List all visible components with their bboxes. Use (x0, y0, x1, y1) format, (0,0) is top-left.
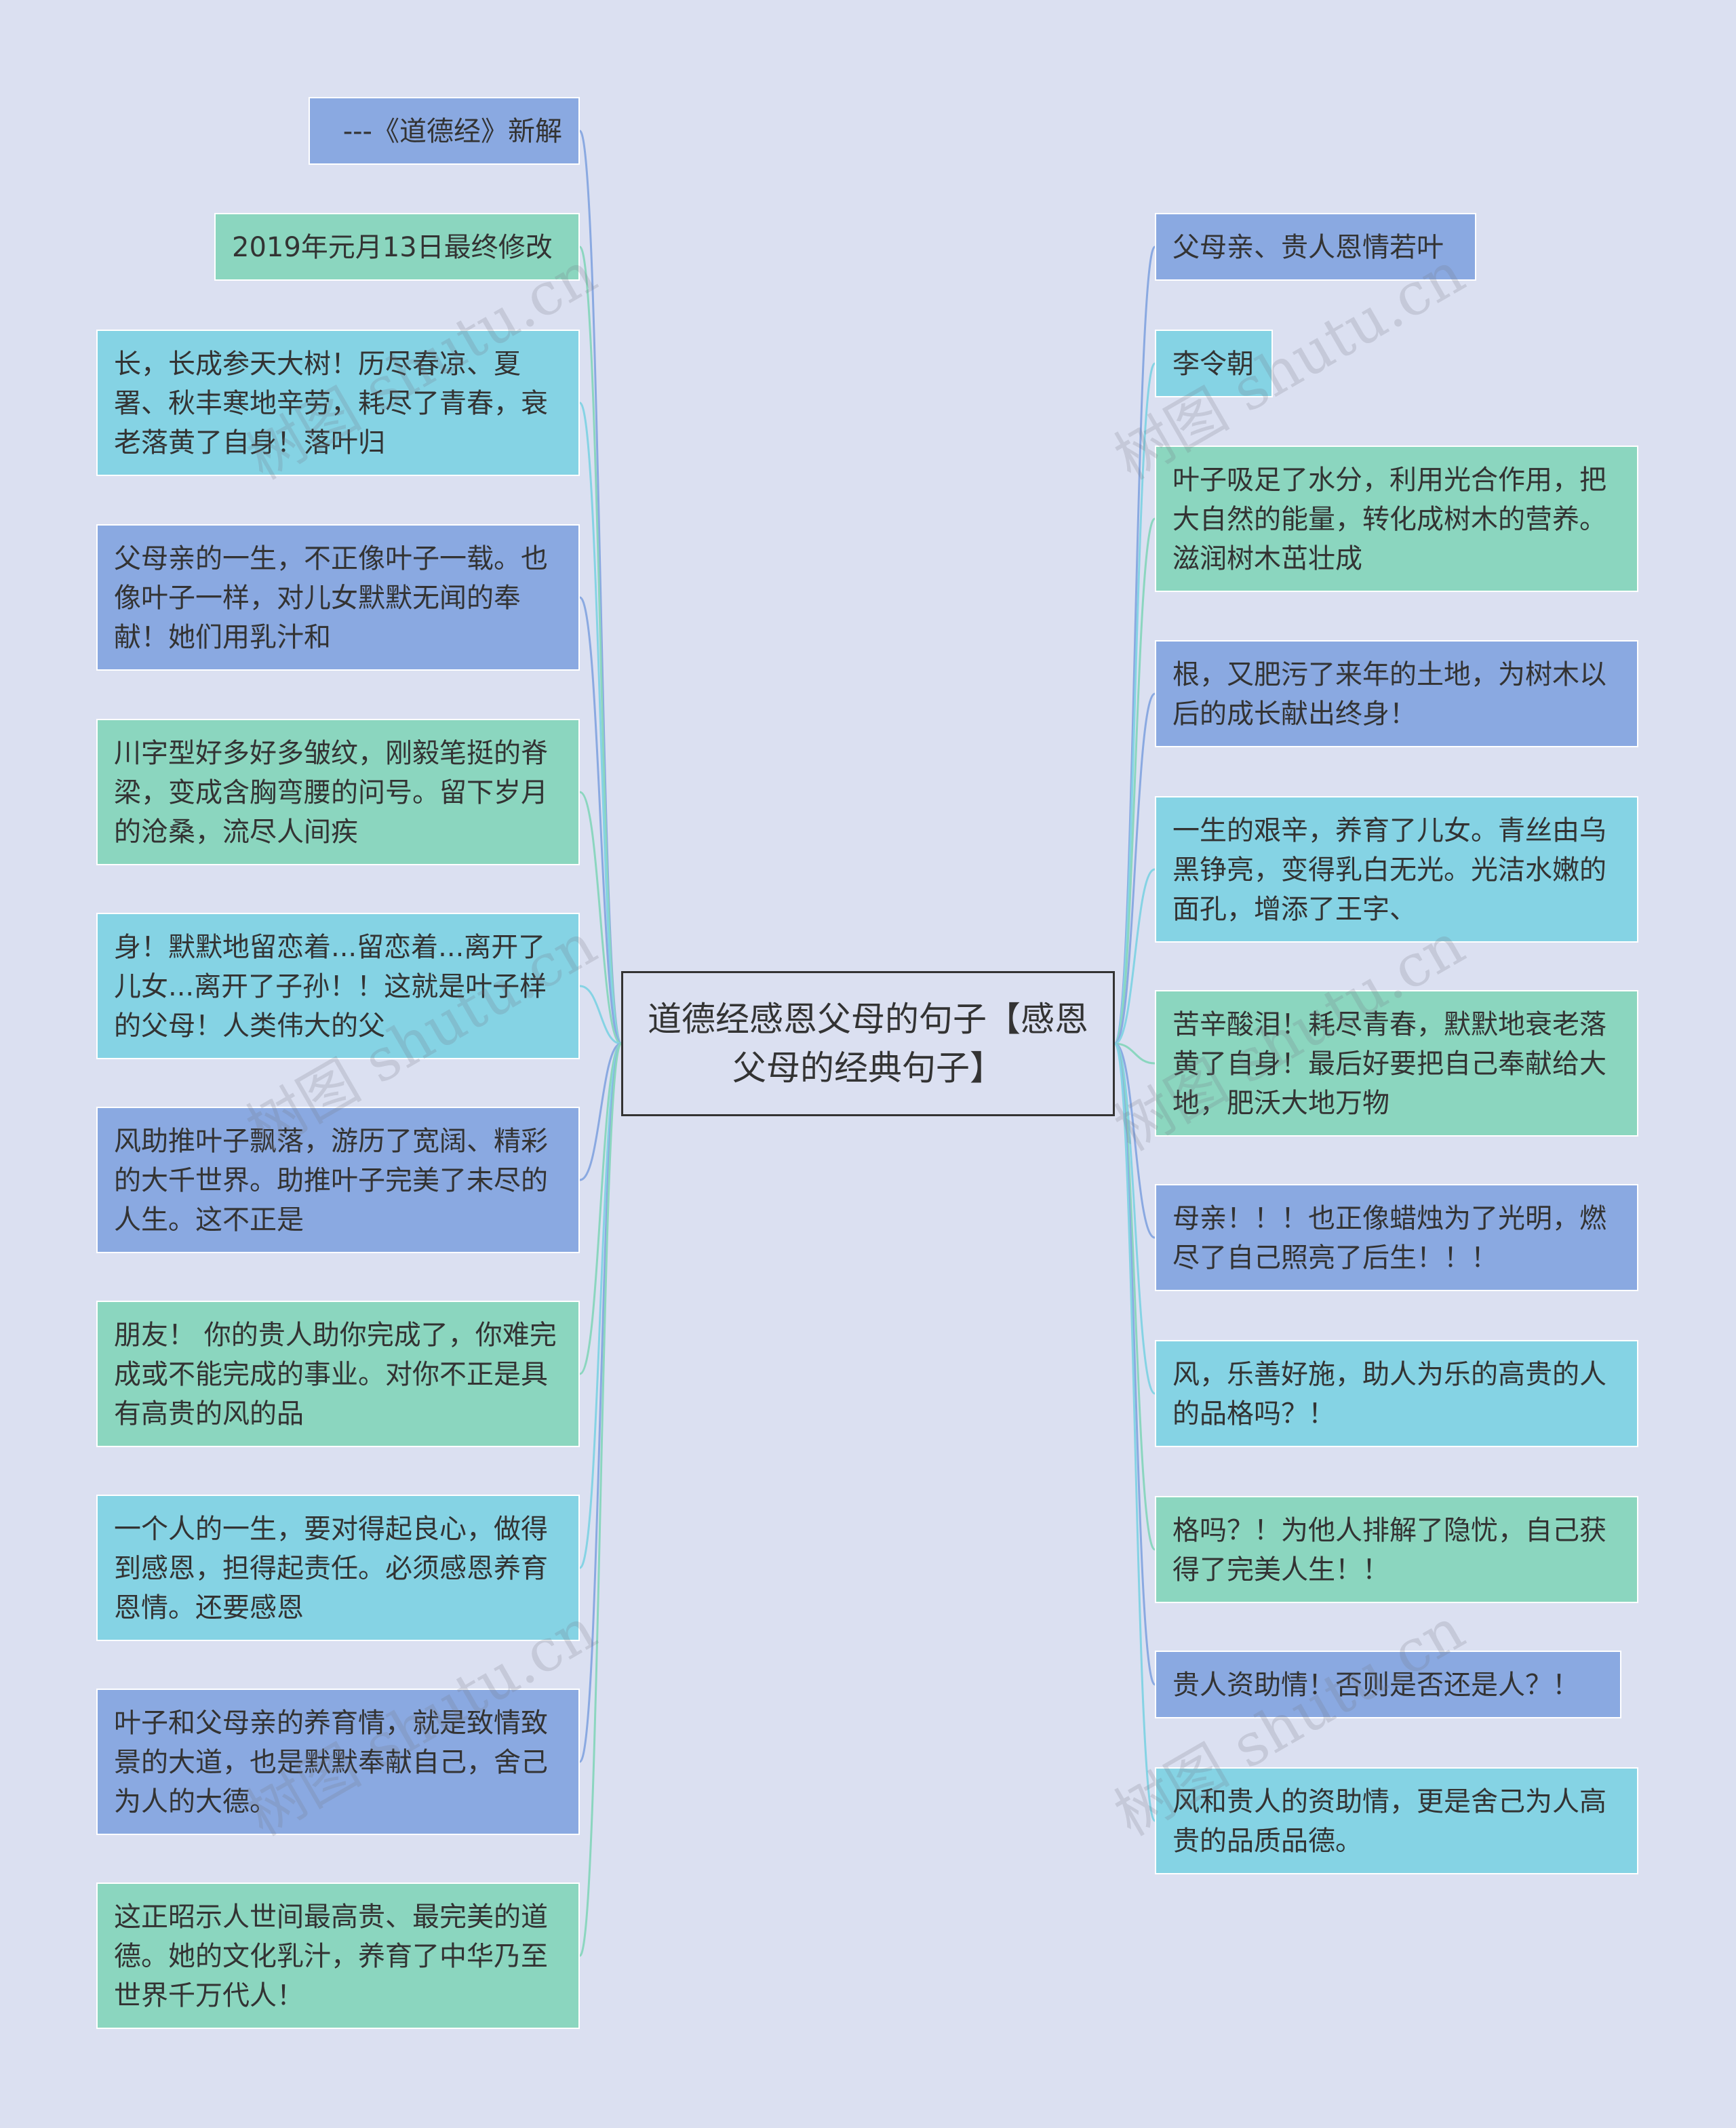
right-node-4-label: 根，又肥污了来年的土地，为树木以后的成长献出终身！ (1172, 659, 1606, 730)
right-connector-4 (1114, 692, 1156, 1045)
right-node-1-label: 父母亲、贵人恩情若叶 (1172, 232, 1444, 263)
left-node-7-label: 风助推叶子飘落，游历了宽阔、精彩的大千世界。助推叶子完美了未尽的人生。这不正是 (114, 1126, 548, 1236)
right-node-11-label: 风和贵人的资助情，更是舍己为人高贵的品质品德。 (1172, 1786, 1606, 1857)
left-node-5-label: 川字型好多好多皱纹，刚毅笔挺的脊梁，变成含胸弯腰的问号。留下岁月的沧桑，流尽人间… (114, 738, 548, 848)
right-connector-9 (1113, 1042, 1156, 1551)
right-node-10-label: 贵人资助情！否则是否还是人？！ (1172, 1670, 1579, 1701)
left-node-2[interactable]: 2019年元月13日最终修改 (214, 213, 580, 281)
left-node-11[interactable]: 这正昭示人世间最高贵、最完美的道德。她的文化乳汁，养育了中华乃至世界千万代人！ (96, 1883, 580, 2029)
left-node-1-label: ---《道德经》新解 (342, 116, 562, 147)
left-node-11-label: 这正昭示人世间最高贵、最完美的道德。她的文化乳汁，养育了中华乃至世界千万代人！ (114, 1902, 548, 2011)
left-node-5[interactable]: 川字型好多好多皱纹，刚毅笔挺的脊梁，变成含胸弯腰的问号。留下岁月的沧桑，流尽人间… (96, 719, 580, 865)
right-node-8-label: 风，乐善好施，助人为乐的高贵的人的品格吗？！ (1172, 1359, 1606, 1430)
left-node-9[interactable]: 一个人的一生，要对得起良心，做得到感恩，担得起责任。必须感恩养育恩情。还要感恩 (96, 1495, 580, 1641)
left-node-1[interactable]: ---《道德经》新解 (309, 97, 580, 165)
left-node-9-label: 一个人的一生，要对得起良心，做得到感恩，担得起责任。必须感恩养育恩情。还要感恩 (114, 1514, 548, 1623)
left-node-4-label: 父母亲的一生，不正像叶子一载。也像叶子一样，对儿女默默无闻的奉献！她们用乳汁和 (114, 543, 548, 653)
right-node-9-label: 格吗？！为他人排解了隐忧，自己获得了完美人生！！ (1172, 1515, 1606, 1585)
right-connector-6 (1114, 1042, 1156, 1065)
left-connector-4 (578, 596, 623, 1045)
right-node-6-label: 苦辛酸泪！耗尽青春，默默地衰老落黄了自身！最后好要把自己奉献给大地，肥沃大地万物 (1172, 1009, 1606, 1119)
left-connector-6 (579, 985, 622, 1045)
central-topic[interactable]: 道德经感恩父母的句子【感恩父母的经典句子】 (621, 971, 1115, 1116)
right-node-4[interactable]: 根，又肥污了来年的土地，为树木以后的成长献出终身！ (1155, 640, 1638, 747)
left-node-4[interactable]: 父母亲的一生，不正像叶子一载。也像叶子一样，对儿女默默无闻的奉献！她们用乳汁和 (96, 524, 580, 671)
right-connector-7 (1114, 1042, 1156, 1239)
right-node-1[interactable]: 父母亲、贵人恩情若叶 (1155, 213, 1476, 281)
right-connector-1 (1113, 245, 1156, 1045)
right-connector-8 (1114, 1042, 1156, 1395)
left-connector-5 (579, 791, 622, 1045)
right-node-9[interactable]: 格吗？！为他人排解了隐忧，自己获得了完美人生！！ (1155, 1496, 1638, 1603)
left-connector-11 (578, 1042, 623, 1957)
central-topic-label: 道德经感恩父母的句子【感恩父母的经典句子】 (648, 1000, 1088, 1088)
left-node-10[interactable]: 叶子和父母亲的养育情，就是致情致景的大道，也是默默奉献自己，舍己为人的大德。 (96, 1689, 580, 1835)
right-connector-5 (1114, 868, 1156, 1045)
right-node-5[interactable]: 一生的艰辛，养育了儿女。青丝由乌黑铮亮，变得乳白无光。光洁水嫩的面孔，增添了王字… (1155, 796, 1638, 943)
right-node-2[interactable]: 李令朝 (1155, 330, 1273, 397)
right-node-3-label: 叶子吸足了水分，利用光合作用，把大自然的能量，转化成树木的营养。滋润树木茁壮成 (1172, 465, 1606, 574)
left-node-2-label: 2019年元月13日最终修改 (232, 232, 553, 263)
left-node-6[interactable]: 身！默默地留恋着...留恋着...离开了儿女...离开了子孙！！这就是叶子样的父… (96, 913, 580, 1059)
right-node-2-label: 李令朝 (1172, 349, 1254, 380)
left-node-6-label: 身！默默地留恋着...留恋着...离开了儿女...离开了子孙！！这就是叶子样的父… (114, 932, 547, 1042)
right-connector-2 (1113, 362, 1156, 1045)
right-node-3[interactable]: 叶子吸足了水分，利用光合作用，把大自然的能量，转化成树木的营养。滋润树木茁壮成 (1155, 446, 1638, 592)
left-node-3[interactable]: 长，长成参天大树！历尽春凉、夏署、秋丰寒地辛劳，耗尽了青春，衰老落黄了自身！落叶… (96, 330, 580, 476)
left-node-10-label: 叶子和父母亲的养育情，就是致情致景的大道，也是默默奉献自己，舍己为人的大德。 (114, 1708, 548, 1817)
left-node-7[interactable]: 风助推叶子飘落，游历了宽阔、精彩的大千世界。助推叶子完美了未尽的人生。这不正是 (96, 1107, 580, 1253)
left-node-3-label: 长，长成参天大树！历尽春凉、夏署、秋丰寒地辛劳，耗尽了青春，衰老落黄了自身！落叶… (114, 349, 548, 458)
right-node-8[interactable]: 风，乐善好施，助人为乐的高贵的人的品格吗？！ (1155, 1340, 1638, 1447)
left-connector-8 (579, 1042, 622, 1375)
right-node-6[interactable]: 苦辛酸泪！耗尽青春，默默地衰老落黄了自身！最后好要把自己奉献给大地，肥沃大地万物 (1155, 990, 1638, 1137)
right-node-10[interactable]: 贵人资助情！否则是否还是人？！ (1155, 1651, 1621, 1718)
left-connector-10 (578, 1042, 623, 1763)
right-node-7[interactable]: 母亲！！！也正像蜡烛为了光明，燃尽了自己照亮了后生！！！ (1155, 1184, 1638, 1291)
left-connector-3 (578, 401, 623, 1045)
right-connector-11 (1113, 1042, 1156, 1822)
right-node-11[interactable]: 风和贵人的资助情，更是舍己为人高贵的品质品德。 (1155, 1767, 1638, 1874)
left-node-8-label: 朋友！ 你的贵人助你完成了，你难完成或不能完成的事业。对你不正是具有高贵的风的品 (114, 1320, 557, 1430)
left-node-8[interactable]: 朋友！ 你的贵人助你完成了，你难完成或不能完成的事业。对你不正是具有高贵的风的品 (96, 1301, 580, 1447)
right-connector-3 (1113, 517, 1156, 1045)
left-connector-7 (579, 1042, 622, 1181)
right-node-5-label: 一生的艰辛，养育了儿女。青丝由乌黑铮亮，变得乳白无光。光洁水嫩的面孔，增添了王字… (1172, 815, 1606, 925)
right-node-7-label: 母亲！！！也正像蜡烛为了光明，燃尽了自己照亮了后生！！！ (1172, 1203, 1606, 1274)
